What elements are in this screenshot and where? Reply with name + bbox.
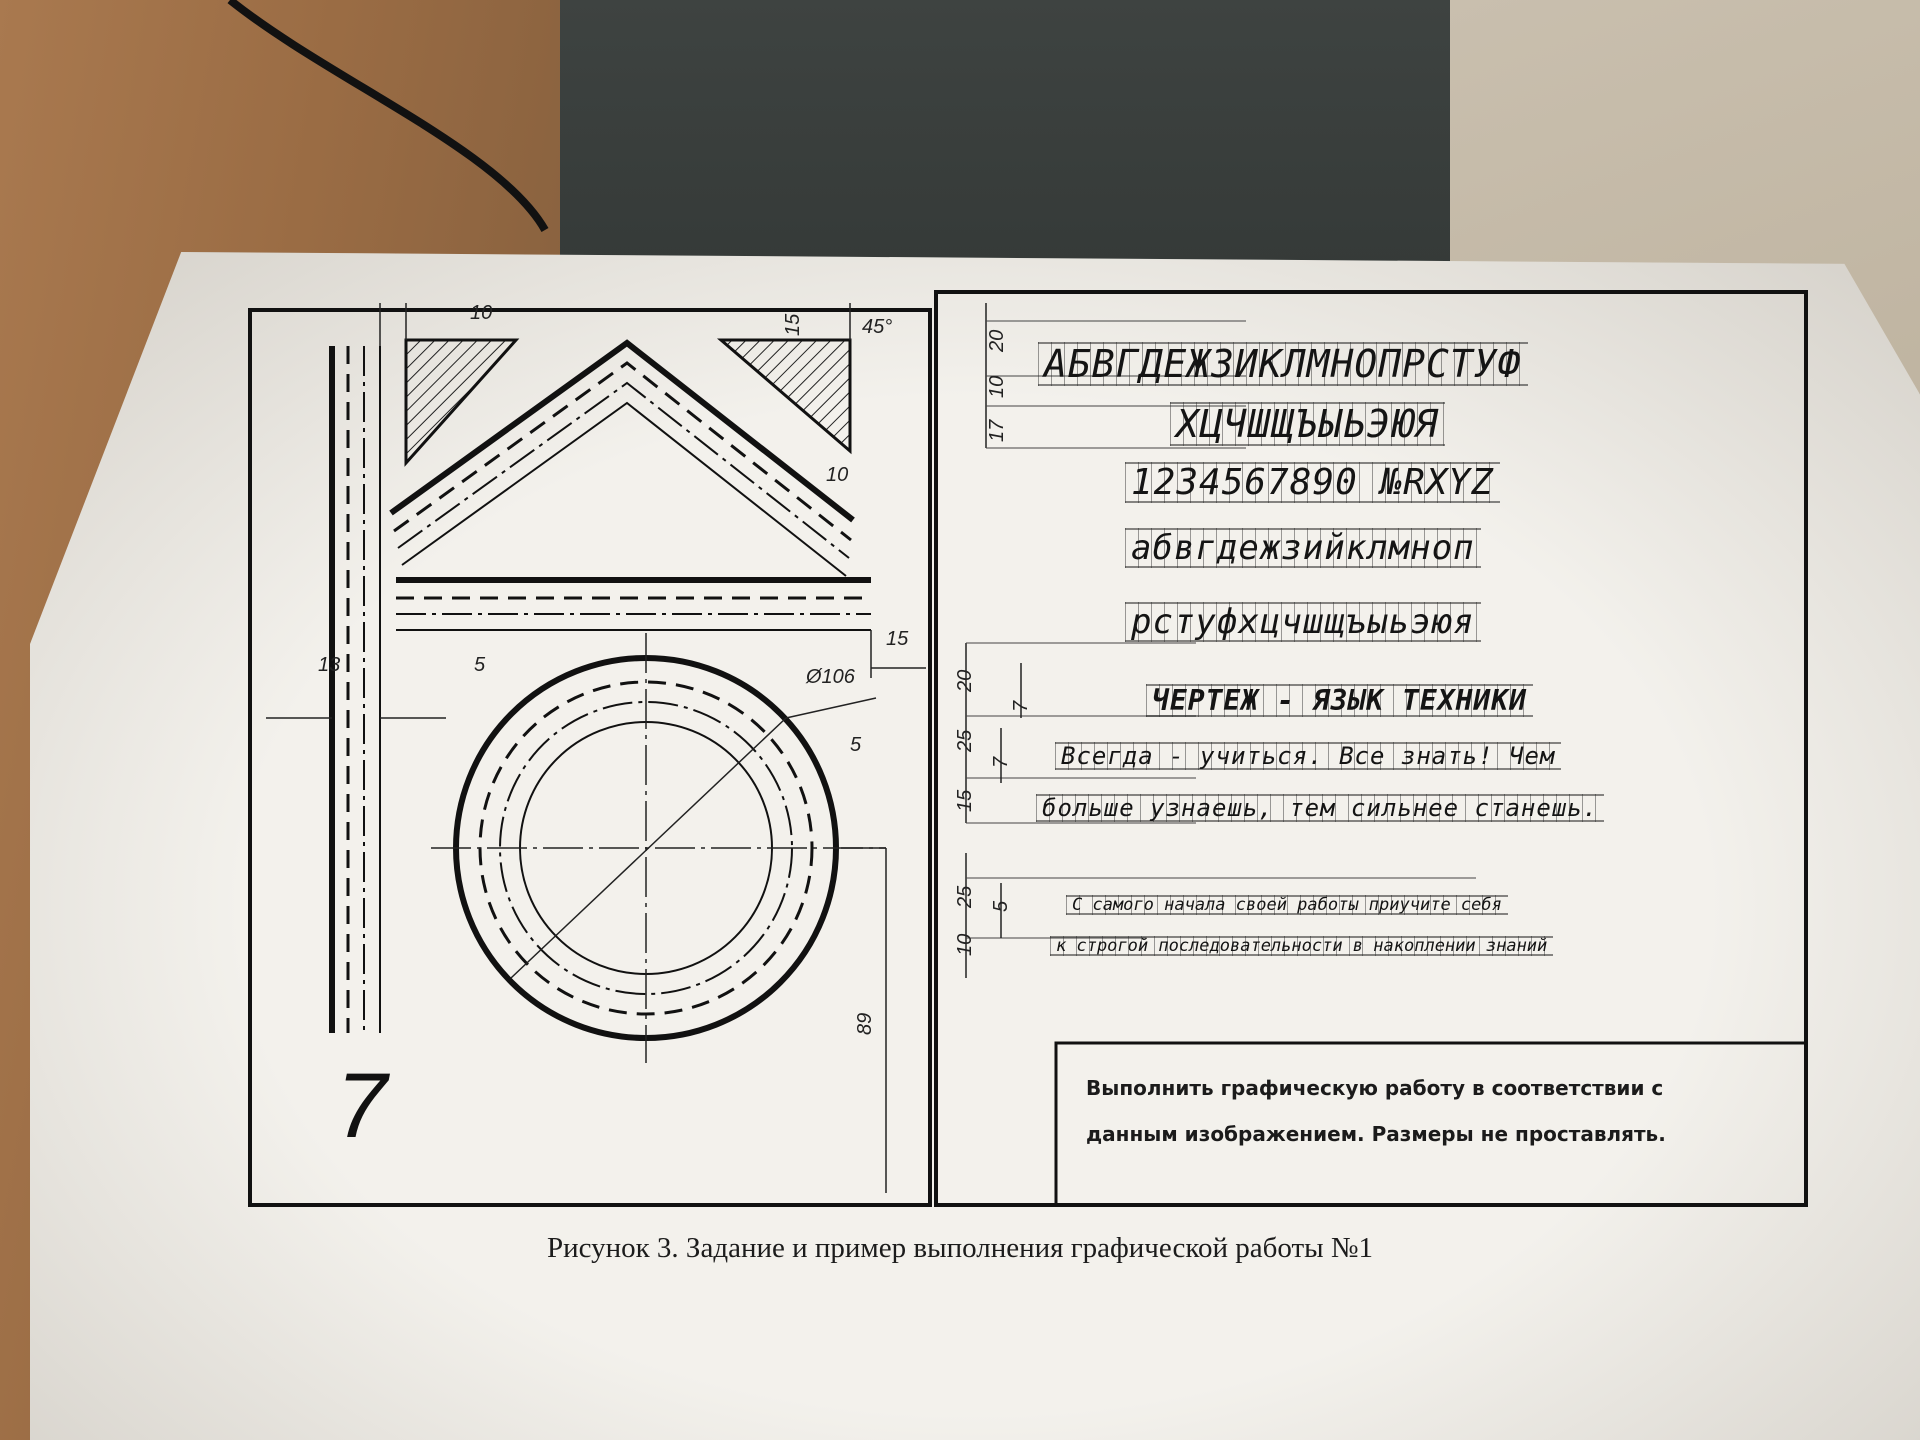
left-frame (248, 308, 932, 1207)
dim-right-20: 20 (986, 329, 1008, 352)
figure-caption: Рисунок 3. Задание и пример выполнения г… (546, 1232, 1374, 1264)
letter-line-3: 1234567890 №RXYZ (1125, 462, 1500, 503)
dim-right-10: 10 (986, 375, 1008, 398)
dim-10-top: 10 (470, 302, 493, 324)
dim-right-17: 17 (986, 419, 1008, 442)
dim-15-top: 15 (782, 313, 804, 336)
sheet-number: 7 (336, 1055, 388, 1157)
dim-13: 13 (318, 654, 341, 676)
dim-15-right: 15 (886, 628, 909, 650)
black-cable (227, 0, 549, 232)
dim-right-bottom-5: 5 (990, 900, 1012, 912)
letter-line-4: абвгдежзийклмноп (1125, 528, 1481, 568)
task-line-1: Выполнить графическую работу в соответст… (1086, 1076, 1664, 1100)
letter-line-2: ХЦЧШЩЪЫЬЭЮЯ (1170, 402, 1445, 446)
dim-right-bottom-25: 25 (954, 885, 976, 908)
dim-right-mid-20: 20 (954, 669, 976, 692)
dim-angle: 45° (862, 316, 893, 338)
letter-line-5: рстуфхцчшщъыьэюя (1125, 602, 1481, 642)
dim-right-mid-25: 25 (954, 729, 976, 752)
dim-right-mid-7a: 7 (1010, 700, 1032, 712)
technical-drawing (248, 290, 1808, 1207)
dim-right-bottom-10: 10 (954, 933, 976, 956)
letter-line-7: Всегда - учиться. Все знать! Чем (1055, 742, 1561, 770)
dim-diameter: Ø106 (806, 666, 855, 688)
task-line-2: данным изображением. Размеры не проставл… (1086, 1122, 1666, 1146)
letter-line-6: ЧЕРТЕЖ - ЯЗЫК ТЕХНИКИ (1146, 684, 1533, 717)
letter-line-1: АБВГДЕЖЗИКЛМНОПРСТУФ (1038, 342, 1528, 386)
dim-5-ring: 5 (850, 734, 862, 756)
task-text: Выполнить графическую работу в соответст… (1086, 1065, 1786, 1157)
letter-line-8: больше узнаешь, тем сильнее станешь. (1036, 794, 1604, 822)
letter-line-9: С самого начала своей работы приучите се… (1066, 895, 1508, 915)
dim-right-mid-7b: 7 (990, 756, 1012, 768)
task-block (1054, 1041, 1808, 1207)
letter-line-10: к строгой последовательности в накоплени… (1050, 936, 1553, 956)
dim-right-mid-15: 15 (954, 789, 976, 812)
paper-sheet (30, 252, 1920, 1440)
dim-89: 89 (854, 1012, 876, 1035)
dim-5-left: 5 (474, 654, 486, 676)
dim-10-diag: 10 (826, 464, 849, 486)
